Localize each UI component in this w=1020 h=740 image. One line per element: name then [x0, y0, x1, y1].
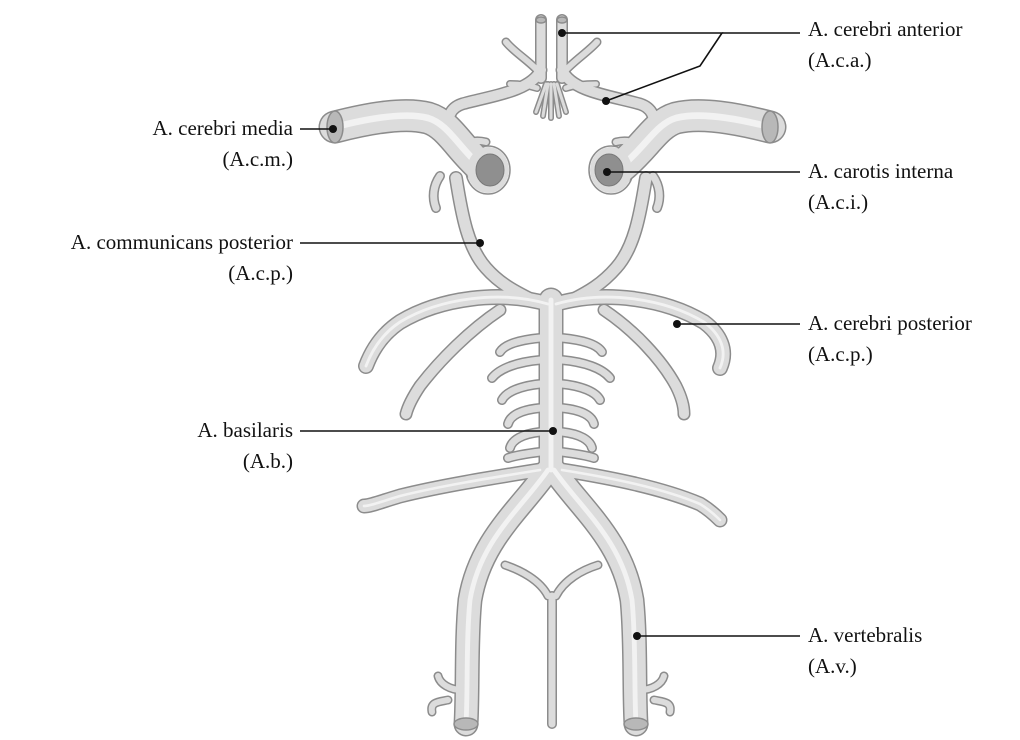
- label-acm: A. cerebri media (A.c.m.): [152, 113, 293, 175]
- acm-right-end: [762, 111, 778, 143]
- vessel-network: [327, 17, 778, 730]
- vessel-acp-left: [366, 297, 548, 366]
- leader-acm-dot: [329, 125, 337, 133]
- label-aca-abbr: (A.c.a.): [808, 45, 963, 76]
- label-acp-name: A. cerebri posterior: [808, 308, 972, 339]
- label-ab-abbr: (A.b.): [197, 446, 293, 477]
- leader-av-dot: [633, 632, 641, 640]
- label-av-name: A. vertebralis: [808, 620, 922, 651]
- label-acomp-name: A. communicans posterior: [71, 227, 293, 258]
- vessel-aca-left-branch: [506, 42, 539, 72]
- label-av-abbr: (A.v.): [808, 651, 922, 682]
- leader-acomp-dot: [476, 239, 484, 247]
- aca-right-end: [557, 17, 567, 23]
- av-left-end: [454, 718, 478, 730]
- label-aca-name: A. cerebri anterior: [808, 14, 963, 45]
- av-right-end: [624, 718, 648, 730]
- label-acm-name: A. cerebri media: [152, 113, 293, 144]
- label-ab-name: A. basilaris: [197, 415, 293, 446]
- label-acm-abbr: (A.c.m.): [152, 144, 293, 175]
- label-av: A. vertebralis (A.v.): [808, 620, 922, 682]
- leader-aca-dot-2: [602, 97, 610, 105]
- label-aca: A. cerebri anterior (A.c.a.): [808, 14, 963, 76]
- aca-left-end: [536, 17, 546, 23]
- leader-acp-dot: [673, 320, 681, 328]
- aci-left-lumen-top: [476, 154, 504, 186]
- label-aci: A. carotis interna (A.c.i.): [808, 156, 953, 218]
- label-acomp: A. communicans posterior (A.c.p.): [71, 227, 293, 289]
- vessel-acomp-right: [572, 178, 646, 300]
- label-acp: A. cerebri posterior (A.c.p.): [808, 308, 972, 370]
- leader-aca-dot-1: [558, 29, 566, 37]
- leader-aci-dot: [603, 168, 611, 176]
- leader-ab-dot: [549, 427, 557, 435]
- label-acomp-abbr: (A.c.p.): [71, 258, 293, 289]
- vessel-acomp-left: [456, 178, 532, 300]
- vessel-aca-right-branch: [564, 42, 597, 72]
- label-ab: A. basilaris (A.b.): [197, 415, 293, 477]
- label-aci-abbr: (A.c.i.): [808, 187, 953, 218]
- vessel-acp-right-branch-outline: [604, 310, 684, 414]
- label-aci-name: A. carotis interna: [808, 156, 953, 187]
- vessel-acp-left-branch: [406, 310, 500, 414]
- label-acp-abbr: (A.c.p.): [808, 339, 972, 370]
